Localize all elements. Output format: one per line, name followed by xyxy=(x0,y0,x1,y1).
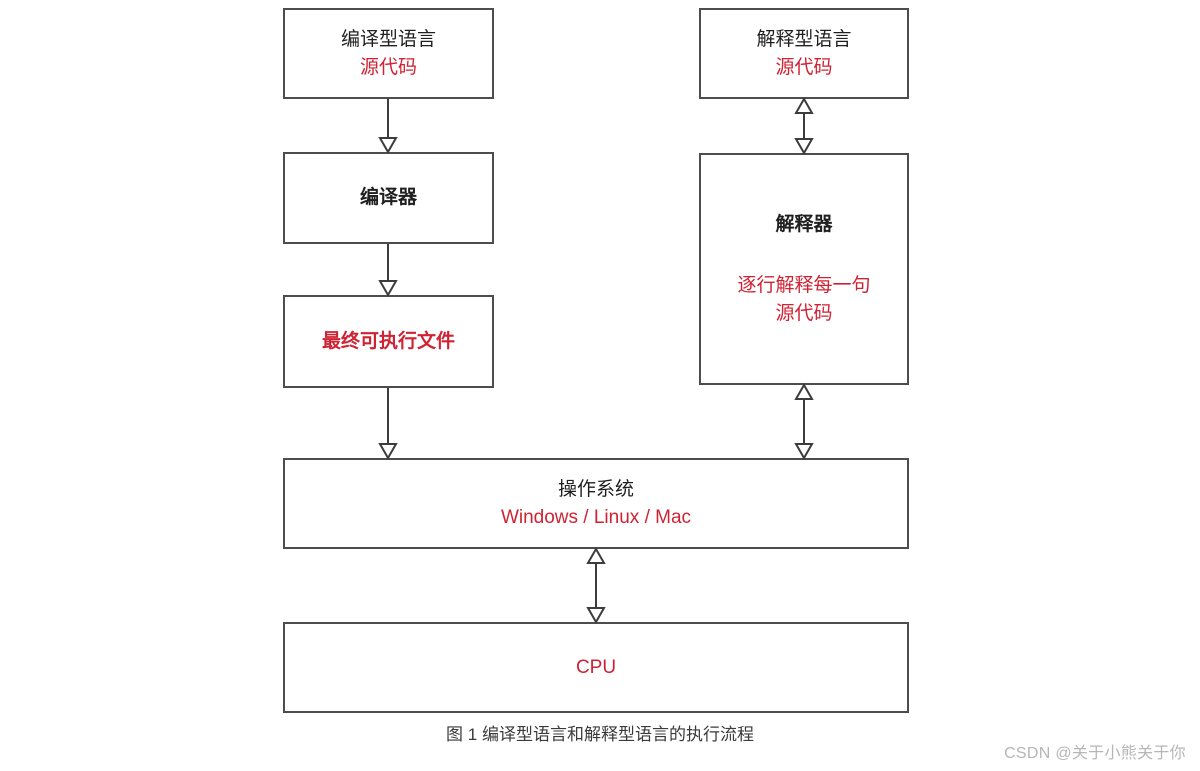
node-title: 编译型语言 xyxy=(340,28,436,50)
node-interpreter: 解释器 逐行解释每一句 源代码 xyxy=(699,153,909,385)
node-compiled-language-source: 编译型语言 源代码 xyxy=(283,8,494,99)
node-title: 操作系统 xyxy=(557,478,634,500)
node-title: 编译器 xyxy=(359,187,417,209)
node-title: 最终可执行文件 xyxy=(321,330,455,352)
arrow-interpreter-to-operating-system xyxy=(794,382,814,461)
node-subtitle: Windows / Linux / Mac xyxy=(500,506,692,528)
arrow-executable-to-operating-system xyxy=(378,388,398,461)
arrow-interpreted-source-to-interpreter xyxy=(794,96,814,156)
node-operating-system: 操作系统 Windows / Linux / Mac xyxy=(283,458,909,549)
node-cpu: CPU xyxy=(283,622,909,713)
node-title: CPU xyxy=(575,656,617,678)
arrow-compiled-source-to-compiler xyxy=(378,99,398,155)
csdn-watermark: CSDN @关于小熊关于你 xyxy=(1004,745,1186,762)
node-title: 解释型语言 xyxy=(756,28,852,50)
node-subtitle-line-1: 逐行解释每一句 xyxy=(737,275,871,297)
node-final-executable: 最终可执行文件 xyxy=(283,295,494,388)
arrow-compiler-to-executable xyxy=(378,244,398,298)
node-subtitle-line-2: 源代码 xyxy=(775,302,833,324)
node-subtitle: 源代码 xyxy=(359,56,417,78)
arrow-operating-system-to-cpu xyxy=(586,546,606,625)
node-subtitle: 源代码 xyxy=(775,56,833,78)
node-compiler: 编译器 xyxy=(283,152,494,244)
node-interpreted-language-source: 解释型语言 源代码 xyxy=(699,8,909,99)
node-title: 解释器 xyxy=(775,213,833,235)
figure-caption: 图 1 编译型语言和解释型语言的执行流程 xyxy=(446,725,754,744)
